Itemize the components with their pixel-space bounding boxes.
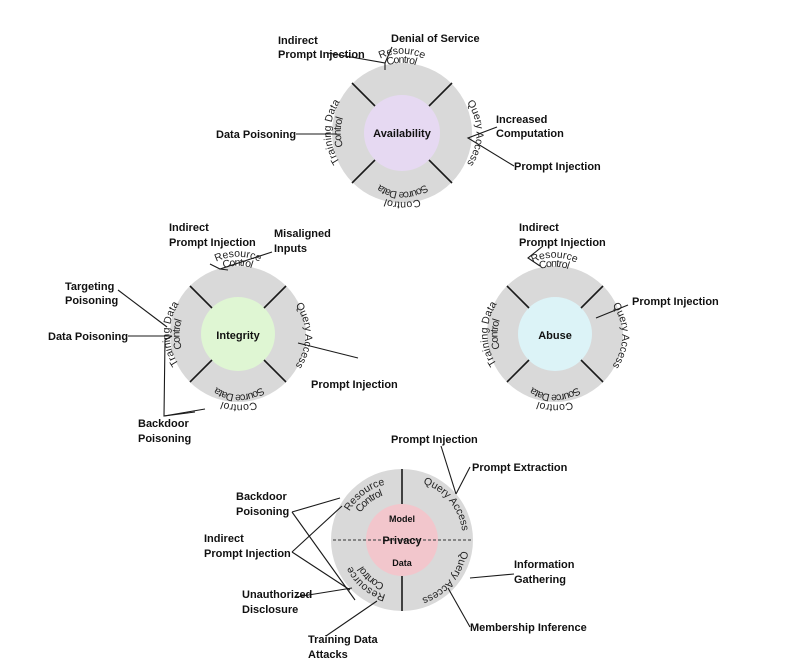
av-indirect-2: Prompt Injection — [278, 49, 365, 61]
pr-unauthorized-2: Disclosure — [242, 604, 298, 616]
av-denial-of-service: Denial of Service — [391, 33, 480, 45]
privacy-data: Data — [392, 558, 413, 568]
pr-training-2: Attacks — [308, 649, 348, 661]
ab-source-1: Source Data — [528, 385, 583, 404]
svg-text:Control: Control — [488, 317, 502, 350]
privacy-core — [366, 504, 438, 576]
in-indirect-2: Prompt Injection — [169, 237, 256, 249]
integrity-title: Integrity — [216, 330, 260, 342]
av-training-2: Control — [332, 115, 346, 148]
privacy-title: Privacy — [382, 535, 422, 547]
svg-text:Control: Control — [170, 317, 184, 350]
integrity-core — [201, 297, 275, 371]
ab-training-2: Control — [488, 317, 502, 350]
abuse-core — [518, 297, 592, 371]
availability-wheel: Availability Resource Control Query Acce… — [216, 33, 601, 211]
svg-text:Control: Control — [538, 258, 571, 272]
ab-indirect-2: Prompt Injection — [519, 237, 606, 249]
av-resource-2: Control — [385, 54, 418, 68]
ab-indirect-1: Indirect — [519, 222, 559, 234]
svg-text:Source Data: Source Data — [375, 182, 430, 201]
pr-indirect-1: Indirect — [204, 533, 244, 545]
svg-text:Control: Control — [332, 115, 346, 148]
av-indirect-1: Indirect — [278, 35, 318, 47]
svg-text:Control: Control — [385, 54, 418, 68]
in-training-2: Control — [170, 317, 184, 350]
pr-information-2: Gathering — [514, 574, 566, 586]
in-targeting-1: Targeting — [65, 281, 114, 293]
availability-core — [364, 95, 440, 171]
av-increased-1: Increased — [496, 114, 547, 126]
in-prompt-injection: Prompt Injection — [311, 379, 398, 391]
in-backdoor-2: Poisoning — [138, 433, 191, 445]
pr-unauthorized-1: Unauthorized — [242, 589, 312, 601]
integrity-wheel: Integrity Resource Control Query Access … — [48, 222, 398, 445]
privacy-wheel: Model Privacy Data Resource Control Quer… — [204, 434, 587, 661]
pr-backdoor-2: Poisoning — [236, 506, 289, 518]
ab-resource-2: Control — [538, 258, 571, 272]
in-backdoor-1: Backdoor — [138, 418, 189, 430]
pr-membership-inference: Membership Inference — [470, 622, 587, 634]
pr-indirect-2: Prompt Injection — [204, 548, 291, 560]
in-data-poisoning: Data Poisoning — [48, 331, 128, 343]
abuse-title: Abuse — [538, 330, 572, 342]
av-data-poisoning: Data Poisoning — [216, 129, 296, 141]
ab-prompt-injection: Prompt Injection — [632, 296, 719, 308]
av-source-1: Source Data — [375, 182, 430, 201]
in-misaligned-2: Inputs — [274, 243, 307, 255]
av-increased-2: Computation — [496, 128, 564, 140]
in-indirect-1: Indirect — [169, 222, 209, 234]
in-misaligned-1: Misaligned — [274, 228, 331, 240]
in-targeting-2: Poisoning — [65, 295, 118, 307]
in-source-1: Source Data — [212, 385, 267, 404]
availability-title: Availability — [373, 128, 432, 140]
pr-training-1: Training Data — [308, 634, 379, 646]
av-prompt-injection: Prompt Injection — [514, 161, 601, 173]
abuse-wheel: Abuse Resource Control Query Access Cont… — [478, 222, 719, 414]
pr-backdoor-1: Backdoor — [236, 491, 287, 503]
pr-information-1: Information — [514, 559, 575, 571]
svg-text:Source Data: Source Data — [528, 385, 583, 404]
privacy-model: Model — [389, 514, 415, 524]
pr-prompt-extraction: Prompt Extraction — [472, 462, 568, 474]
svg-text:Source Data: Source Data — [212, 385, 267, 404]
pr-prompt-injection: Prompt Injection — [391, 434, 478, 446]
